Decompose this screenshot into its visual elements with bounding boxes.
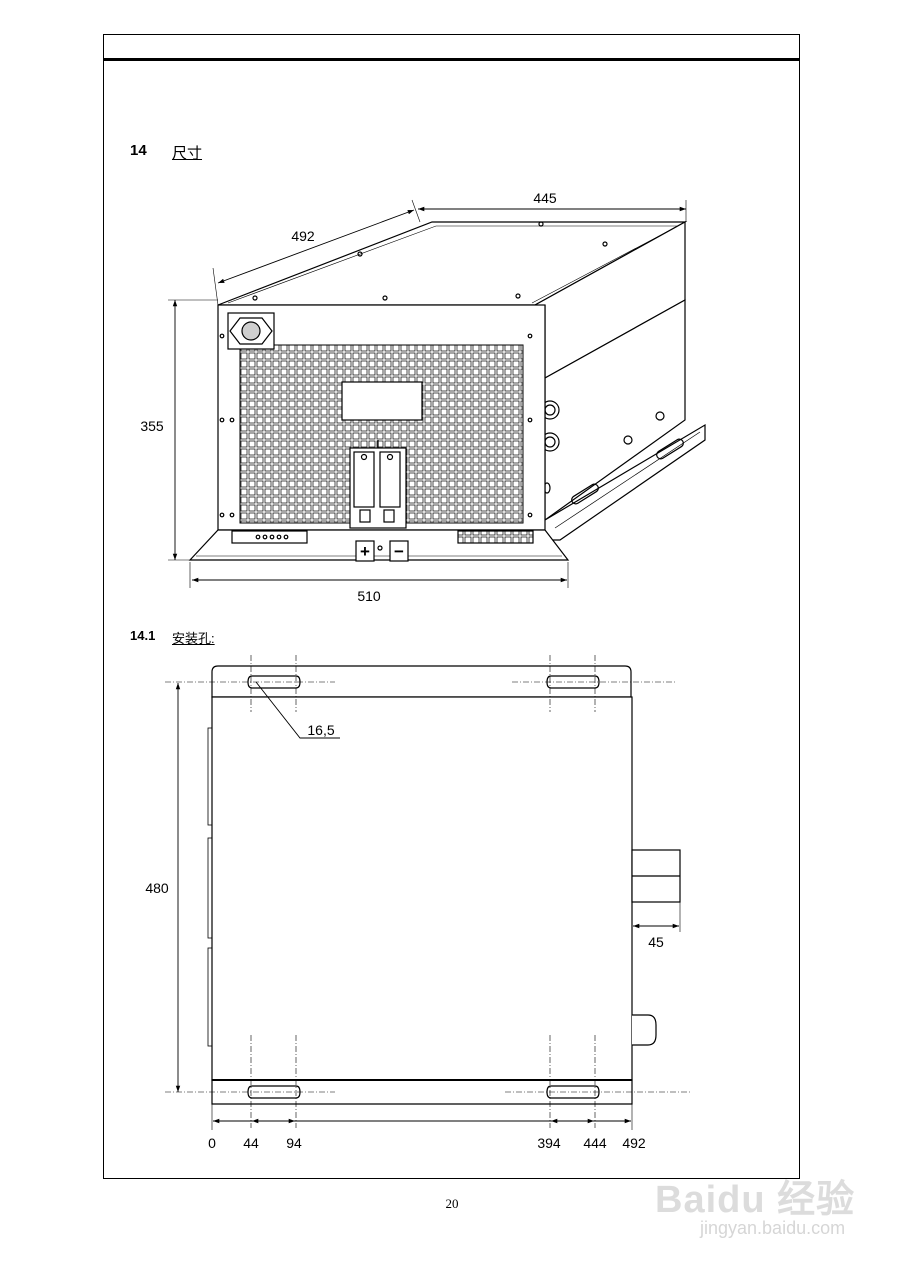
- mount-height-label: 480: [145, 880, 169, 896]
- section-title: 尺寸: [172, 145, 203, 162]
- x-position-444: 444: [583, 1135, 607, 1151]
- dim-depth-label: 492: [291, 228, 315, 244]
- dimension-lines-plan: [175, 681, 681, 1130]
- subsection-number: 14.1: [130, 628, 156, 643]
- section-number: 14: [130, 142, 147, 159]
- x-position-492: 492: [622, 1135, 646, 1151]
- header-bar: [103, 34, 800, 61]
- polarity-minus-label: −: [394, 542, 404, 561]
- dim-base-width-label: 510: [357, 588, 381, 604]
- subsection-title: 安装孔:: [172, 631, 215, 646]
- dim-top-width-label: 445: [533, 190, 557, 206]
- polarity-plus-label: +: [360, 542, 370, 561]
- page-number: 20: [445, 1196, 459, 1211]
- watermark-url: jingyan.baidu.com: [700, 1218, 846, 1238]
- x-position-394: 394: [537, 1135, 561, 1151]
- x-position-0: 0: [208, 1135, 216, 1151]
- x-position-94: 94: [286, 1135, 302, 1151]
- mounting-plan-view: [207, 665, 681, 1105]
- hole-size-label: 16,5: [307, 722, 334, 738]
- dim-height-label: 355: [140, 418, 164, 434]
- page-frame: [103, 34, 800, 1179]
- center-lines: [165, 655, 690, 1128]
- inverter-3d-view: [188, 220, 706, 561]
- side-offset-label: 45: [648, 934, 664, 950]
- watermark-brand: Baidu 经验: [655, 1179, 856, 1221]
- dimension-lines-3d: [168, 199, 687, 588]
- x-position-44: 44: [243, 1135, 259, 1151]
